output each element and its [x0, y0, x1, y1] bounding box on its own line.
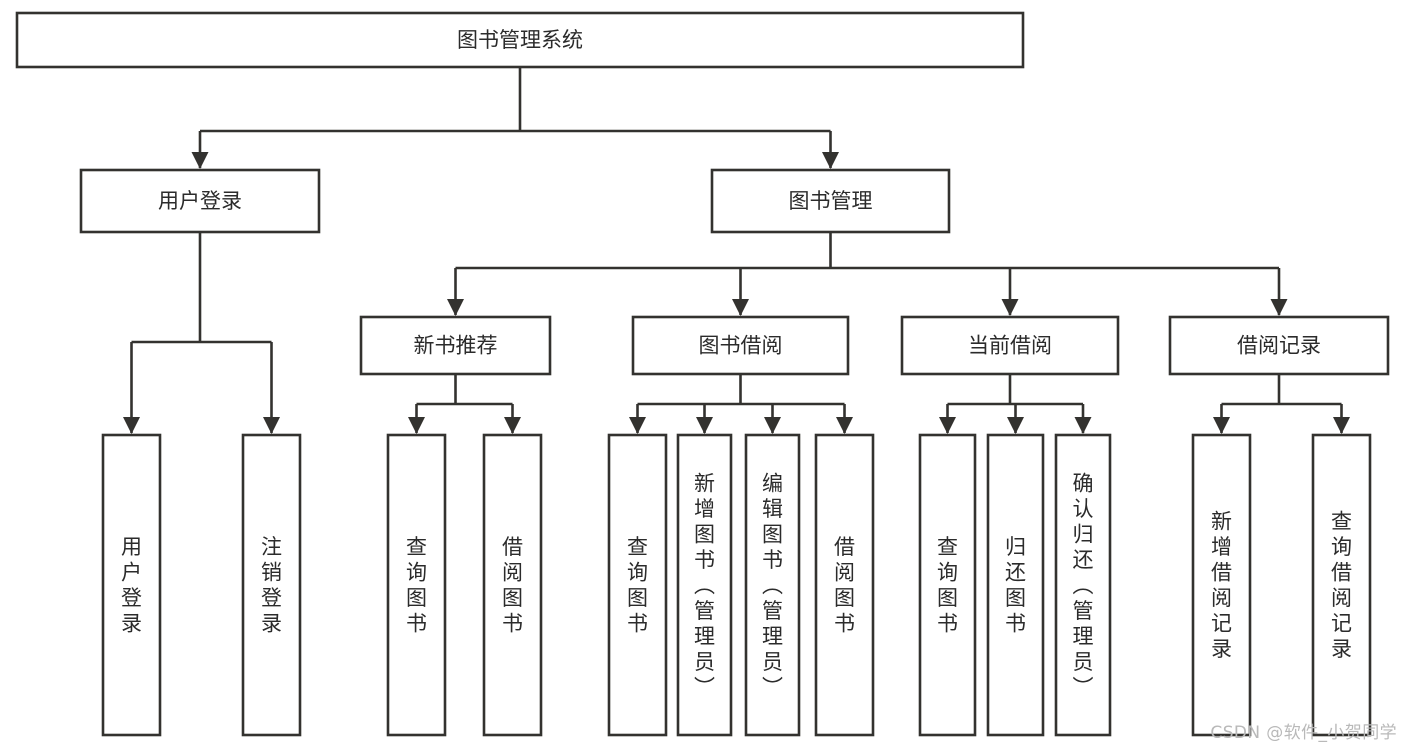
arrow-head-icon [1074, 417, 1092, 434]
node-box[interactable] [79, 168, 321, 234]
arrow-head-icon [696, 417, 713, 434]
arrow-head-icon [732, 299, 749, 316]
node-label: 确认归还︵管理员︶ [1073, 471, 1094, 699]
node-leaf-7[interactable]: 借阅图书 [814, 433, 875, 737]
node-label: 查询图书 [627, 535, 648, 636]
arrow-head-icon [836, 417, 853, 434]
node-label: 编辑图书︵管理员︶ [762, 471, 783, 699]
arrow-head-icon [263, 417, 280, 434]
node-leaf-11[interactable]: 新增借阅记录 [1191, 433, 1252, 737]
arrow-head-icon [822, 152, 839, 169]
node-level3-2[interactable]: 当前借阅 [900, 315, 1120, 376]
node-label: 借阅记录 [1237, 334, 1321, 358]
node-box[interactable] [986, 433, 1045, 737]
node-leaf-4[interactable]: 查询图书 [607, 433, 668, 737]
arrow-head-icon [939, 417, 956, 434]
node-level3-1[interactable]: 图书借阅 [631, 315, 850, 376]
arrow-head-icon [764, 417, 781, 434]
node-label: 用户登录 [121, 535, 142, 636]
arrow-head-icon [191, 152, 209, 169]
node-leaf-9[interactable]: 归还图书 [986, 433, 1045, 737]
node-label: 归还图书 [1005, 535, 1026, 636]
node-label: 查询借阅记录 [1331, 510, 1352, 662]
node-box[interactable] [607, 433, 668, 737]
node-level2-1[interactable]: 图书管理 [710, 168, 951, 234]
node-leaf-0[interactable]: 用户登录 [101, 433, 162, 737]
node-leaf-2[interactable]: 查询图书 [386, 433, 447, 737]
node-leaf-1[interactable]: 注销登录 [241, 433, 302, 737]
node-box[interactable] [1168, 315, 1390, 376]
node-box[interactable] [1054, 433, 1112, 737]
node-box[interactable] [676, 433, 733, 737]
node-leaf-8[interactable]: 查询图书 [918, 433, 977, 737]
node-label: 注销登录 [261, 535, 282, 636]
arrow-head-icon [1001, 299, 1019, 316]
node-box[interactable] [359, 315, 552, 376]
node-leaf-6[interactable]: 编辑图书︵管理员︶ [744, 433, 801, 737]
node-label: 借阅图书 [502, 535, 523, 636]
node-label: 当前借阅 [968, 334, 1052, 358]
node-box[interactable] [15, 11, 1025, 69]
arrow-head-icon [408, 417, 425, 434]
arrow-head-icon [1270, 299, 1288, 316]
node-label: 图书管理 [789, 189, 873, 213]
node-box[interactable] [482, 433, 543, 737]
node-level3-0[interactable]: 新书推荐 [359, 315, 552, 376]
arrow-head-icon [1213, 417, 1230, 434]
node-root[interactable]: 图书管理系统 [15, 11, 1025, 69]
node-label: 新增图书︵管理员︶ [694, 471, 715, 699]
node-label: 用户登录 [158, 189, 242, 213]
node-label: 图书管理系统 [457, 28, 583, 52]
node-level3-3[interactable]: 借阅记录 [1168, 315, 1390, 376]
node-label: 查询图书 [406, 535, 427, 636]
node-label: 查询图书 [937, 535, 958, 636]
arrow-head-icon [504, 417, 521, 434]
node-level2-0[interactable]: 用户登录 [79, 168, 321, 234]
arrow-head-icon [629, 417, 646, 434]
arrow-head-icon [1007, 417, 1024, 434]
node-label: 新书推荐 [414, 334, 498, 358]
node-box[interactable] [1311, 433, 1372, 737]
node-box[interactable] [631, 315, 850, 376]
node-layer: 图书管理系统用户登录图书管理新书推荐图书借阅当前借阅借阅记录用户登录注销登录查询… [15, 11, 1390, 737]
node-box[interactable] [386, 433, 447, 737]
connector-layer [123, 67, 1350, 434]
arrow-head-icon [447, 299, 464, 316]
node-label: 图书借阅 [699, 334, 783, 358]
node-box[interactable] [710, 168, 951, 234]
node-box[interactable] [814, 433, 875, 737]
node-box[interactable] [241, 433, 302, 737]
node-box[interactable] [918, 433, 977, 737]
node-leaf-5[interactable]: 新增图书︵管理员︶ [676, 433, 733, 737]
node-box[interactable] [744, 433, 801, 737]
node-box[interactable] [101, 433, 162, 737]
node-leaf-10[interactable]: 确认归还︵管理员︶ [1054, 433, 1112, 737]
arrow-head-icon [1333, 417, 1350, 434]
node-leaf-3[interactable]: 借阅图书 [482, 433, 543, 737]
node-box[interactable] [900, 315, 1120, 376]
node-label: 新增借阅记录 [1211, 510, 1232, 662]
node-box[interactable] [1191, 433, 1252, 737]
node-label: 借阅图书 [834, 535, 855, 636]
node-leaf-12[interactable]: 查询借阅记录 [1311, 433, 1372, 737]
arrow-head-icon [123, 417, 140, 434]
